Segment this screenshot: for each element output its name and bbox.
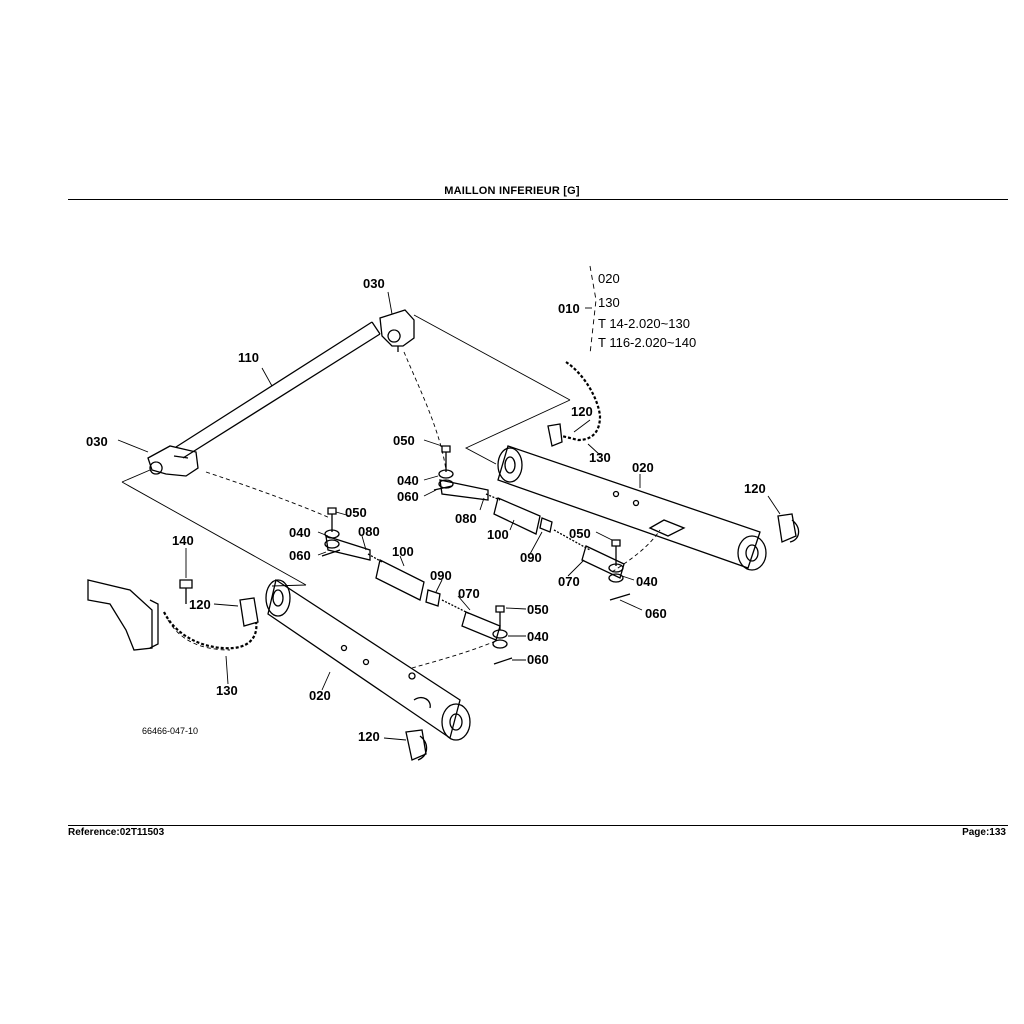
callout-040: 040 (397, 473, 419, 488)
callout-120: 120 (571, 404, 593, 419)
callout-080: 080 (455, 511, 477, 526)
outline-lines (121, 314, 571, 587)
callout-130: 130 (216, 683, 238, 698)
callout-090: 090 (430, 568, 452, 583)
callout-labels: 030 030 110 050 040 060 080 100 090 050 … (86, 276, 766, 744)
bolt-050-lower-a (327, 507, 337, 532)
footer-rule (68, 825, 1008, 826)
callout-100: 100 (392, 544, 414, 559)
legend-line3: T 14-2.020~130 (598, 316, 690, 331)
reference-label: Reference:02T11503 (68, 827, 165, 838)
callout-120: 120 (189, 597, 211, 612)
page-number: Page:133 (962, 827, 1006, 838)
cross-shaft (175, 321, 381, 459)
bolt-050-upper-b (611, 539, 621, 566)
rod-end-070-upper (581, 545, 625, 579)
callout-100: 100 (487, 527, 509, 542)
link-eye-rear-lower (265, 579, 291, 617)
lynch-pin-upper-a (547, 423, 563, 447)
callout-040: 040 (289, 525, 311, 540)
callout-060: 060 (289, 548, 311, 563)
callout-040: 040 (527, 629, 549, 644)
callout-050: 050 (569, 526, 591, 541)
callout-050: 050 (345, 505, 367, 520)
legend-line2: 130 (598, 295, 620, 310)
legend-block: 010 020 130 T 14-2.020~130 T 116-2.020~1… (558, 271, 696, 350)
bolt-050-upper-a (441, 445, 451, 472)
callout-080: 080 (358, 524, 380, 539)
link-eye-front-lower (441, 703, 471, 741)
turnbuckle-100-lower (375, 559, 425, 601)
legend-assembly: 010 (558, 301, 580, 316)
page-title: MAILLON INFERIEUR [G] (444, 185, 580, 197)
callout-020: 020 (309, 688, 331, 703)
threaded-rod-lower (367, 553, 383, 563)
lynch-pin-lower-a (239, 597, 259, 627)
rod-end-080-upper (439, 479, 489, 501)
threaded-rod-upper (485, 493, 501, 501)
callout-120: 120 (744, 481, 766, 496)
rod-end-080-lower (325, 535, 371, 561)
callout-060: 060 (645, 606, 667, 621)
lynch-pin-lower-b (405, 729, 428, 761)
check-chain-upper (561, 361, 602, 442)
bolt-050-lower-b (495, 605, 505, 630)
callout-040: 040 (636, 574, 658, 589)
callout-060: 060 (397, 489, 419, 504)
callout-070: 070 (458, 586, 480, 601)
callout-030: 030 (86, 434, 108, 449)
check-chain-lower (163, 611, 258, 650)
callout-030: 030 (363, 276, 385, 291)
bolt-140 (179, 579, 193, 604)
tractor-bracket (87, 579, 159, 651)
turnbuckle-100-upper (493, 497, 541, 535)
link-eye-rear-upper (497, 447, 523, 483)
bracket-lower (147, 445, 199, 477)
dashed-links (167, 351, 661, 669)
callout-050: 050 (393, 433, 415, 448)
rod-end-070-lower (461, 611, 501, 641)
callout-120: 120 (358, 729, 380, 744)
callout-090: 090 (520, 550, 542, 565)
bracket-upper (379, 309, 415, 352)
threaded-rod-070-lower (441, 599, 471, 615)
link-eye-front-upper (737, 535, 767, 571)
callout-020: 020 (632, 460, 654, 475)
callout-060: 060 (527, 652, 549, 667)
nut-090-lower (425, 589, 441, 607)
callout-110: 110 (238, 350, 259, 365)
callout-070: 070 (558, 574, 580, 589)
callout-140: 140 (172, 533, 194, 548)
leader-lines (117, 291, 781, 741)
callout-050: 050 (527, 602, 549, 617)
lynch-pin-upper-b (777, 513, 800, 543)
drawing-number: 66466-047-10 (142, 726, 198, 736)
legend-line1: 020 (598, 271, 620, 286)
nut-090-upper (539, 517, 553, 533)
callout-130: 130 (589, 450, 611, 465)
legend-line4: T 116-2.020~140 (598, 335, 696, 350)
header-rule (68, 199, 1008, 200)
